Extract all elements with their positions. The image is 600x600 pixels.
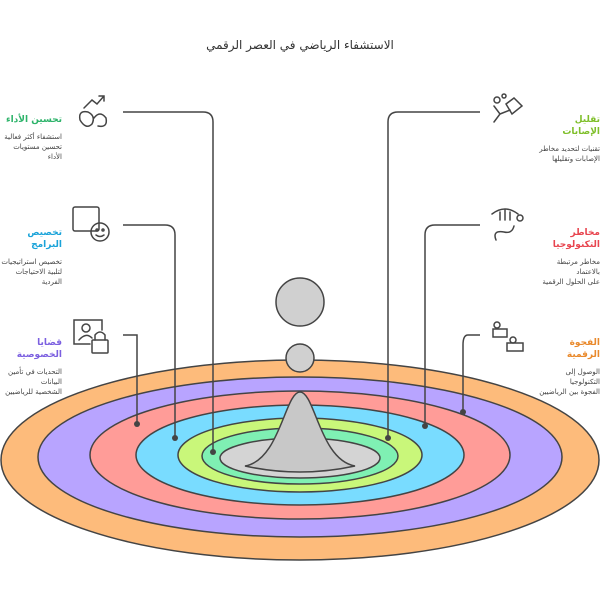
performance-icon <box>78 95 108 128</box>
item-desc: الوصول إلى التكنولوجيا <box>565 368 600 386</box>
injury-icon <box>493 93 524 123</box>
drop-cone <box>244 391 356 473</box>
privacy-lock-icon <box>73 319 109 354</box>
item-tech-risk: مخاطر التكنولوجيا مخاطر مرتبطة بالاعتماد… <box>537 227 600 287</box>
page-title: الاستشفاء الرياضي في العصر الرقمي <box>206 38 394 52</box>
item-performance: تحسين الأداء استشفاء أكثر فعالية تحسين مس… <box>0 114 62 162</box>
item-desc: على الحلول الرقمية <box>542 278 600 286</box>
tech-risk-icon <box>491 208 524 241</box>
item-desc: الشخصية للرياضيين <box>5 388 62 396</box>
digital-divide-icon <box>492 321 524 352</box>
connector-dots <box>134 409 466 455</box>
item-desc: تقنيات لتحديد مخاطر <box>539 145 600 153</box>
item-digital-divide: الفجوة الرقمية الوصول إلى التكنولوجيا الف… <box>537 337 600 397</box>
item-heading: تخصيص البرامج <box>27 228 62 250</box>
connector-lines <box>123 111 480 452</box>
item-heading: تقليل الإصابات <box>562 115 600 137</box>
item-heading: قضايا الخصوصية <box>16 338 62 360</box>
item-heading: الفجوة الرقمية <box>566 338 600 360</box>
item-heading: مخاطر التكنولوجيا <box>552 228 600 250</box>
item-desc: الفجوة بين الرياضيين <box>539 388 600 396</box>
item-privacy: قضايا الخصوصية التحديات في تأمين البيانا… <box>0 337 62 397</box>
item-desc: استشفاء أكثر فعالية <box>4 133 62 141</box>
item-desc: الإصابات وتقليلها <box>552 155 600 163</box>
personalization-icon <box>72 206 110 242</box>
item-desc: مخاطر مرتبطة بالاعتماد <box>556 258 600 276</box>
item-personalization: تخصيص البرامج تخصيص استراتيجيات لتلبية ال… <box>0 227 62 287</box>
item-desc: لتلبية الاحتياجات الفردية <box>15 268 62 286</box>
item-desc: تخصيص استراتيجيات <box>1 258 62 266</box>
drop-large <box>275 277 325 327</box>
item-desc: التحديات في تأمين البيانات <box>8 368 62 386</box>
item-desc: تحسين مستويات الأداء <box>13 143 62 161</box>
item-heading: تحسين الأداء <box>5 115 62 125</box>
drop-small <box>285 343 315 373</box>
item-injury: تقليل الإصابات تقنيات لتحديد مخاطر الإصاب… <box>537 114 600 164</box>
